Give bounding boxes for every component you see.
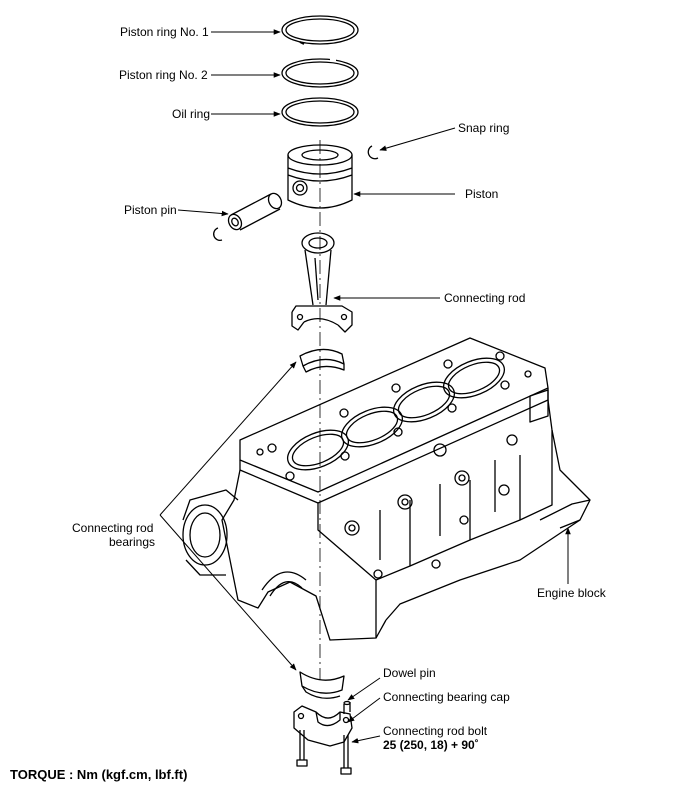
- piston-pin-part: [227, 192, 283, 231]
- snap-ring-part: [213, 145, 379, 241]
- piston-ring-1-part: [281, 15, 359, 45]
- label-connecting-rod-bearings-line2: bearings: [109, 535, 156, 549]
- label-piston-ring-2: Piston ring No. 2: [119, 68, 208, 82]
- label-dowel-pin: Dowel pin: [383, 666, 436, 680]
- label-piston-ring-1: Piston ring No. 1: [120, 25, 209, 39]
- label-bolt-torque-spec: 25 (250, 18) + 90˚: [383, 738, 479, 752]
- label-engine-block: Engine block: [537, 586, 606, 600]
- label-oil-ring: Oil ring: [172, 107, 211, 121]
- engine-block-part: [182, 337, 591, 641]
- label-snap-ring: Snap ring: [458, 121, 510, 135]
- label-connecting-rod-bolt: Connecting rod bolt: [383, 724, 488, 738]
- label-piston-pin: Piston pin: [124, 203, 177, 217]
- leader-lines: [159, 29, 571, 744]
- oil-ring-part: [281, 97, 359, 128]
- torque-units-footer: TORQUE : Nm (kgf.cm, lbf.ft): [10, 767, 188, 782]
- bearing-cap-part: [293, 705, 353, 747]
- piston-ring-2-part: [281, 58, 359, 88]
- lower-rod-bearing-part: [299, 671, 345, 699]
- connecting-rod-bolt-part: [296, 730, 352, 775]
- upper-rod-bearing-part: [299, 348, 345, 373]
- dowel-pin-part: [343, 700, 351, 714]
- label-connecting-rod: Connecting rod: [444, 291, 526, 305]
- label-connecting-bearing-cap: Connecting bearing cap: [383, 690, 510, 704]
- piston-part: [287, 144, 353, 209]
- label-connecting-rod-bearings-line1: Connecting rod: [72, 521, 154, 535]
- label-piston: Piston: [465, 187, 499, 201]
- connecting-rod-part: [291, 232, 353, 333]
